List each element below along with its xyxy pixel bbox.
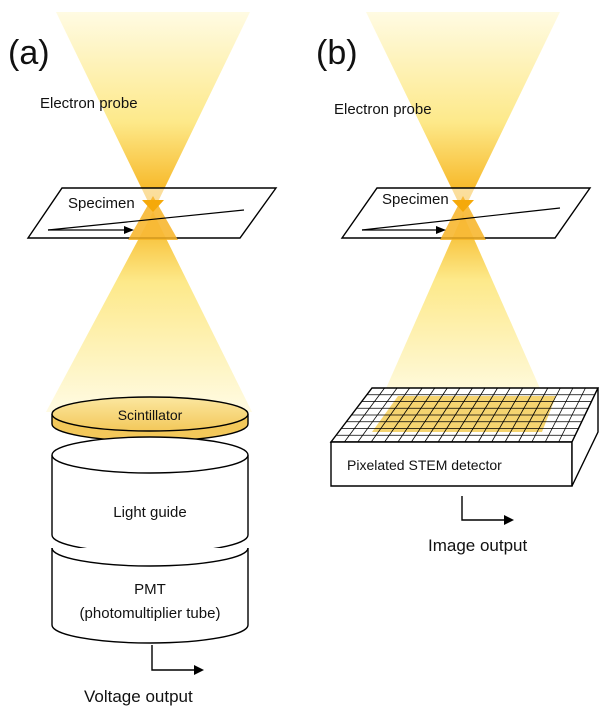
panel-b-detector-label: Pixelated STEM detector <box>347 457 502 473</box>
panel-a-scan-arrowhead <box>124 226 134 234</box>
panel-a-probe-label: Electron probe <box>40 95 138 112</box>
panel-a-scan-line <box>47 209 245 231</box>
panel-a-output-label: Voltage output <box>84 687 193 706</box>
panel-a-upper-beam <box>56 12 250 212</box>
panel-b-pixel-grid <box>336 387 595 443</box>
panel-b-probe-tip <box>452 200 474 212</box>
panel-a-lower-beam <box>46 212 252 412</box>
panel-b-label: (b) <box>316 34 358 72</box>
panel-a-pmt-label: PMT <box>134 581 166 598</box>
panel-a-pmt-sublabel: (photomultiplier tube) <box>80 605 221 622</box>
panel-a-scintillator-label: Scintillator <box>118 407 183 423</box>
panel-b-focus-spot <box>440 196 486 240</box>
panel-a-label: (a) <box>8 34 50 72</box>
panel-a-output-arrowhead <box>194 665 204 675</box>
panel-b-upper-beam <box>366 12 560 212</box>
panel-a-pmt-top <box>51 547 249 567</box>
panel-a-specimen-label: Specimen <box>68 195 135 212</box>
panel-b-detector-side <box>571 387 599 487</box>
panel-b-specimen-label: Specimen <box>382 191 449 208</box>
panel-a-focus-spot <box>128 196 178 240</box>
panel-b-probe-label: Electron probe <box>334 101 432 118</box>
panel-a-output-wire <box>151 645 196 671</box>
panel-b-lower-beam <box>380 214 546 402</box>
panel-b-output-arrowhead <box>504 515 514 525</box>
panel-b-detector-illuminated-area <box>372 396 556 432</box>
panel-a-pmt-body <box>51 548 249 644</box>
panel-b-output-wire <box>461 496 506 521</box>
panel-a-probe-tip <box>142 200 164 212</box>
panel-a-light-guide-label: Light guide <box>113 504 186 521</box>
panel-b-scan-arrowhead <box>436 226 446 234</box>
panel-a-scintillator <box>51 396 249 432</box>
panel-a-light-guide-top <box>51 436 249 474</box>
panel-b-output-label: Image output <box>428 536 528 555</box>
panel-b-scan-line <box>361 207 561 231</box>
